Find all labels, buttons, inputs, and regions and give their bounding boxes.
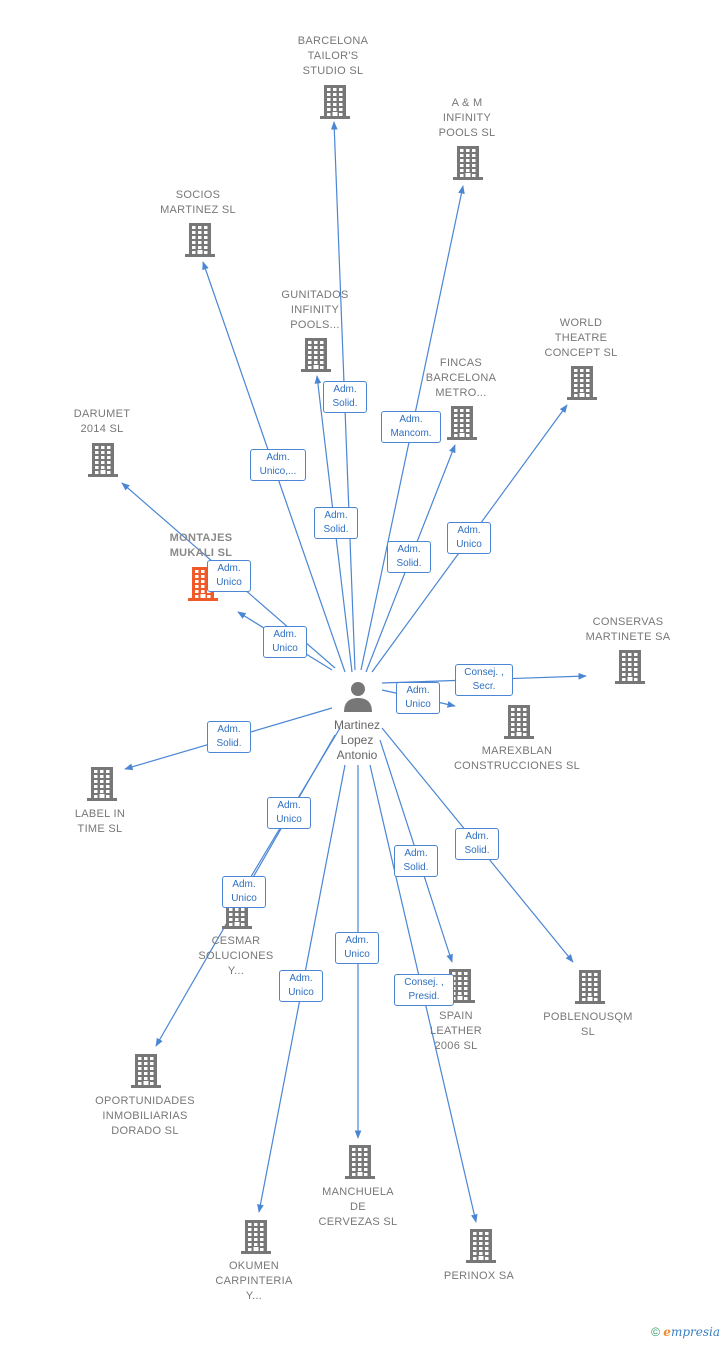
node-label-perinox[interactable]: PERINOX SA xyxy=(443,1270,515,1282)
perinox-building-icon[interactable] xyxy=(466,1229,496,1263)
relation-badge-oportunidades[interactable]: Adm. Unico xyxy=(222,876,266,908)
relation-badge-okumen[interactable]: Adm. Unico xyxy=(279,970,323,1002)
node-label-am-infinity[interactable]: A & M INFINITY POOLS SL xyxy=(438,97,496,139)
relation-badge-am-infinity[interactable]: Adm. Solid. xyxy=(387,541,431,573)
barcelona-tailors-building-icon[interactable] xyxy=(320,85,350,119)
manchuela-building-icon[interactable] xyxy=(345,1145,375,1179)
darumet-building-icon[interactable] xyxy=(88,443,118,477)
node-label-label-in-time[interactable]: LABEL IN TIME SL xyxy=(74,808,126,835)
node-label-fincas-barcelona[interactable]: FINCAS BARCELONA METRO... xyxy=(425,357,497,399)
center-person-label[interactable]: Martinez Lopez Antonio xyxy=(333,718,380,762)
footer-credit: © empresia xyxy=(651,1325,720,1339)
person-icon[interactable] xyxy=(344,682,372,712)
node-label-spain-leather[interactable]: SPAIN LEATHER 2006 SL xyxy=(429,1010,483,1052)
socios-martinez-building-icon[interactable] xyxy=(185,223,215,257)
fincas-barcelona-building-icon[interactable] xyxy=(447,406,477,440)
node-label-manchuela[interactable]: MANCHUELA DE CERVEZAS SL xyxy=(318,1186,398,1228)
relation-badge-conservas-martinete[interactable]: Consej. , Secr. xyxy=(455,664,513,696)
node-label-darumet[interactable]: DARUMET 2014 SL xyxy=(73,408,131,435)
marexblan-building-icon[interactable] xyxy=(504,705,534,739)
node-label-gunitados[interactable]: GUNITADOS INFINITY POOLS... xyxy=(281,289,349,331)
world-theatre-building-icon[interactable] xyxy=(567,366,597,400)
relation-badge-socios-martinez[interactable]: Adm. Unico,... xyxy=(250,449,306,481)
relation-badge-poblenousqm[interactable]: Adm. Solid. xyxy=(455,828,499,860)
oportunidades-building-icon[interactable] xyxy=(131,1054,161,1088)
node-label-socios-martinez[interactable]: SOCIOS MARTINEZ SL xyxy=(160,189,236,216)
am-infinity-building-icon[interactable] xyxy=(453,146,483,180)
relation-badge-marexblan[interactable]: Adm. Unico xyxy=(396,682,440,714)
relation-badge-perinox[interactable]: Consej. , Presid. xyxy=(394,974,454,1006)
copyright-symbol: © xyxy=(651,1325,660,1339)
node-label-world-theatre[interactable]: WORLD THEATRE CONCEPT SL xyxy=(544,317,618,359)
node-label-oportunidades[interactable]: OPORTUNIDADES INMOBILIARIAS DORADO SL xyxy=(95,1095,195,1137)
node-label-okumen[interactable]: OKUMEN CARPINTERIA Y... xyxy=(215,1260,293,1302)
node-label-conservas-martinete[interactable]: CONSERVAS MARTINETE SA xyxy=(585,616,671,643)
relation-badge-montajes-mukali[interactable]: Adm. Unico xyxy=(263,626,307,658)
node-label-cesmar[interactable]: CESMAR SOLUCIONES Y... xyxy=(198,935,274,977)
poblenousqm-building-icon[interactable] xyxy=(575,970,605,1004)
conservas-martinete-building-icon[interactable] xyxy=(615,650,645,684)
icons-layer xyxy=(87,85,645,1263)
node-label-barcelona-tailors[interactable]: BARCELONA TAILOR'S STUDIO SL xyxy=(297,35,369,77)
relation-badge-manchuela[interactable]: Adm. Unico xyxy=(335,932,379,964)
relation-badge-darumet[interactable]: Adm. Unico xyxy=(207,560,251,592)
relation-badge-barcelona-tailors[interactable]: Adm. Solid. xyxy=(314,507,358,539)
empresia-logo[interactable]: empresia xyxy=(663,1325,720,1339)
relation-badge-gunitados[interactable]: Adm. Solid. xyxy=(323,381,367,413)
relation-badge-cesmar[interactable]: Adm. Unico xyxy=(267,797,311,829)
relation-badge-world-theatre[interactable]: Adm. Unico xyxy=(447,522,491,554)
label-in-time-building-icon[interactable] xyxy=(87,767,117,801)
relation-badge-label-in-time[interactable]: Adm. Solid. xyxy=(207,721,251,753)
relation-badge-fincas-barcelona[interactable]: Adm. Mancom. xyxy=(381,411,441,443)
relation-badge-spain-leather[interactable]: Adm. Solid. xyxy=(394,845,438,877)
node-label-poblenousqm[interactable]: POBLENOUSQM SL xyxy=(543,1011,633,1038)
gunitados-building-icon[interactable] xyxy=(301,338,331,372)
node-label-montajes-mukali[interactable]: MONTAJES MUKALI SL xyxy=(169,532,233,559)
okumen-building-icon[interactable] xyxy=(241,1220,271,1254)
node-label-marexblan[interactable]: MAREXBLAN CONSTRUCCIONES SL xyxy=(453,745,581,772)
edges-layer xyxy=(121,121,587,1223)
